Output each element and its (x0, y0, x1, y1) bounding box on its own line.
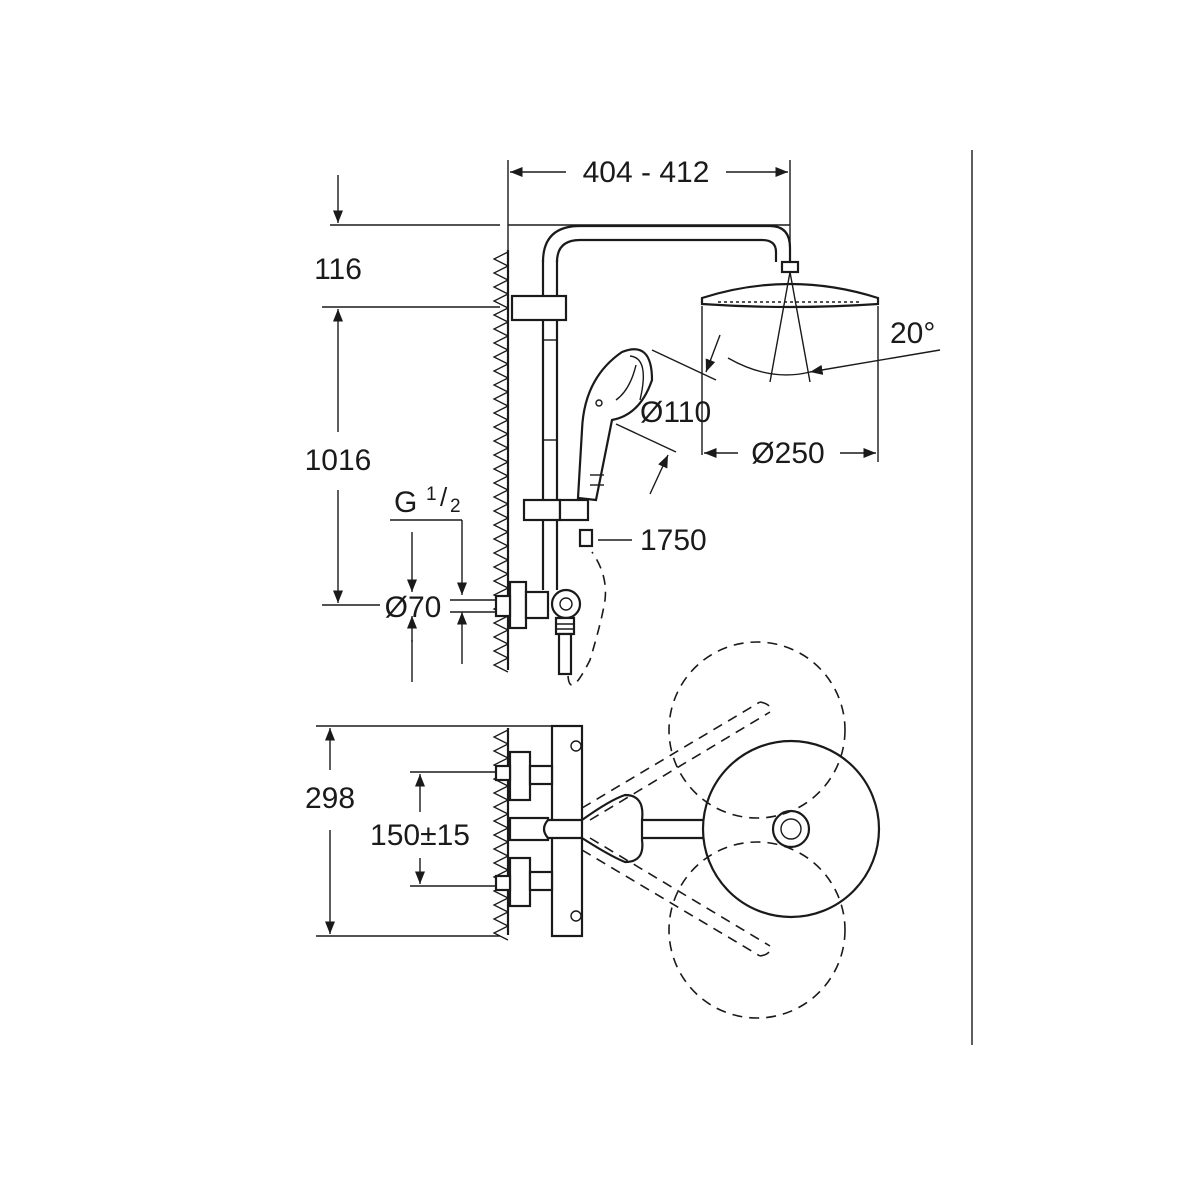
hose (567, 551, 607, 686)
head-shower (700, 260, 880, 383)
dimension-mixer-diameter: Ø70 (385, 591, 442, 624)
hatch-mark (492, 855, 509, 871)
hatch-mark (492, 307, 509, 323)
hatch-mark (492, 517, 509, 533)
hatch-mark (492, 743, 509, 759)
hatch-mark (492, 573, 509, 589)
hand-shower (576, 348, 654, 502)
inlet-nut (494, 594, 512, 618)
hatch-mark (492, 349, 509, 365)
hatch-mark (492, 785, 509, 801)
hatch-mark (492, 531, 509, 547)
hatch-mark (492, 251, 509, 267)
hatch-mark (492, 925, 509, 941)
slider-holder (522, 498, 562, 522)
dimension-head-diameter: Ø250 (751, 437, 824, 470)
hatch-mark (492, 827, 509, 843)
hatch-mark (492, 475, 509, 491)
hatch-mark (492, 391, 509, 407)
diverter-knob (550, 588, 582, 620)
swivel-position-lower (668, 841, 846, 1019)
hatch-mark (492, 405, 509, 421)
dimension-angle: 20° (890, 317, 935, 350)
hatch-mark (492, 433, 509, 449)
hatch-mark (492, 643, 509, 659)
hatch-mark (492, 841, 509, 857)
hatch-mark (492, 729, 509, 745)
svg-text:/: / (440, 482, 448, 512)
hatch-mark (492, 377, 509, 393)
dimension-hand-diameter: Ø110 (640, 396, 711, 429)
hatch-mark (492, 363, 509, 379)
hatch-mark (492, 447, 509, 463)
hatch-mark (492, 265, 509, 281)
hatch-mark (492, 279, 509, 295)
hatch-mark (492, 657, 509, 673)
hatch-mark (492, 799, 509, 815)
dimension-projection: 298 (305, 782, 355, 815)
thread-label: G (394, 486, 417, 519)
wall-bracket (510, 294, 568, 322)
hatch-mark (492, 897, 509, 913)
hatch-mark (492, 461, 509, 477)
hatch-mark (492, 321, 509, 337)
hatch-mark (492, 419, 509, 435)
dimension-rail-height: 1016 (305, 444, 372, 477)
top-view: 298 150±15 (305, 641, 881, 1019)
dimension-width-range: 404 - 412 (583, 156, 710, 189)
hand-shower-top (580, 793, 644, 864)
hatch-mark (492, 503, 509, 519)
hatch-mark (492, 545, 509, 561)
hatch-mark (492, 629, 509, 645)
dimension-centers: 150±15 (370, 819, 470, 852)
hatch-mark (492, 911, 509, 927)
wall-hatching (492, 251, 509, 673)
shower-arm (541, 224, 792, 263)
hatch-mark (492, 813, 509, 829)
dimension-head-height: 116 (314, 253, 362, 286)
thread-denominator: 2 (450, 496, 461, 517)
swivel-position-upper (668, 641, 846, 819)
wall-hatching-bottom (492, 729, 509, 941)
side-view: 404 - 412 116 1016 G 1 / 2 Ø70 (305, 156, 941, 686)
thread-numerator: 1 (426, 484, 437, 505)
dimension-hose-length: 1750 (640, 524, 707, 557)
hatch-mark (492, 489, 509, 505)
hatch-mark (492, 335, 509, 351)
hatch-mark (492, 615, 509, 631)
mixer-wall-plate (508, 580, 528, 630)
hatch-mark (492, 293, 509, 309)
hatch-mark (492, 559, 509, 575)
